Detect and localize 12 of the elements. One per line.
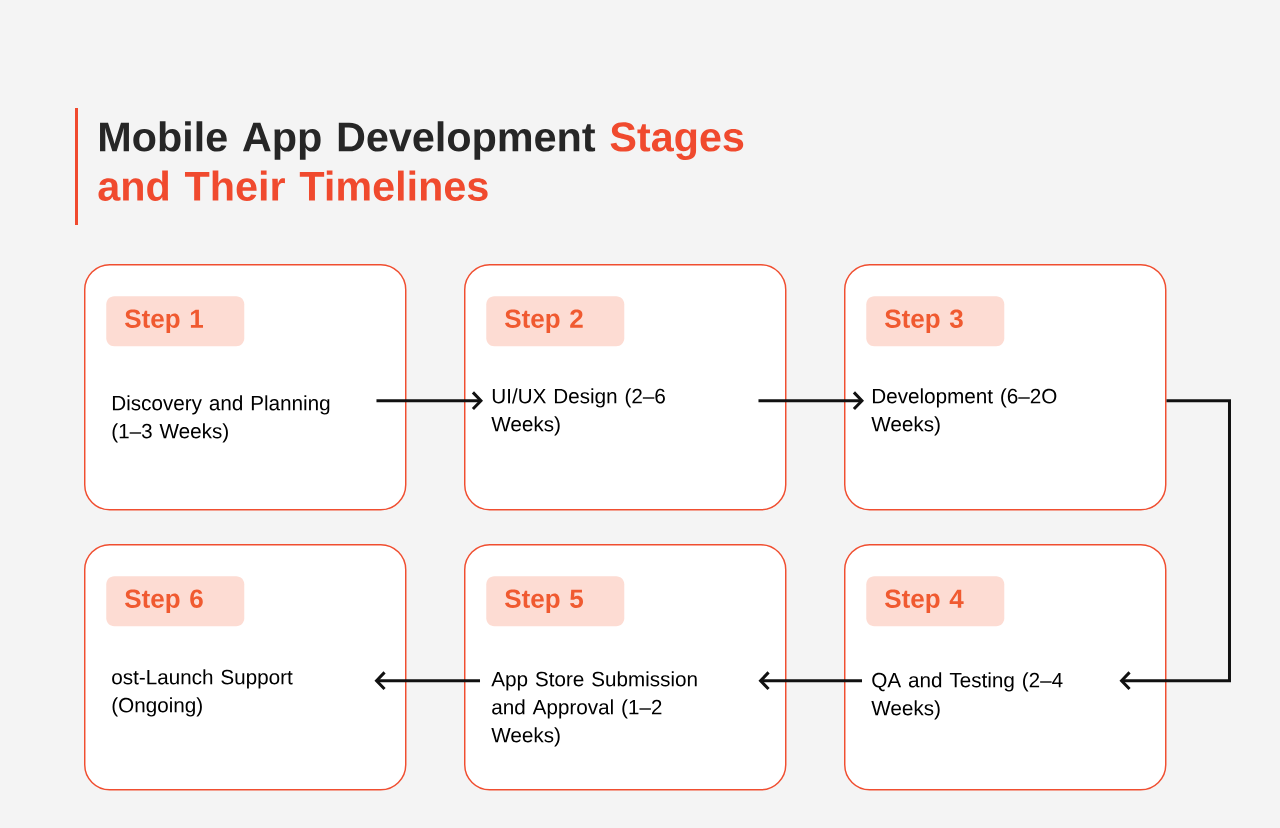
arrow <box>758 671 862 691</box>
step-badge: Step 4 <box>866 576 1005 627</box>
step-badge: Step 2 <box>486 296 625 347</box>
step-badge: Step 6 <box>106 576 245 627</box>
step-badge: Step 3 <box>866 296 1005 347</box>
step-badge: Step 5 <box>486 576 625 627</box>
arrow <box>758 391 865 411</box>
arrow <box>1119 399 1231 691</box>
arrow <box>376 391 483 411</box>
step-badge: Step 1 <box>106 296 245 347</box>
arrow <box>374 671 480 691</box>
title: Mobile App Development Stages and Their Timelines <box>98 121 744 201</box>
